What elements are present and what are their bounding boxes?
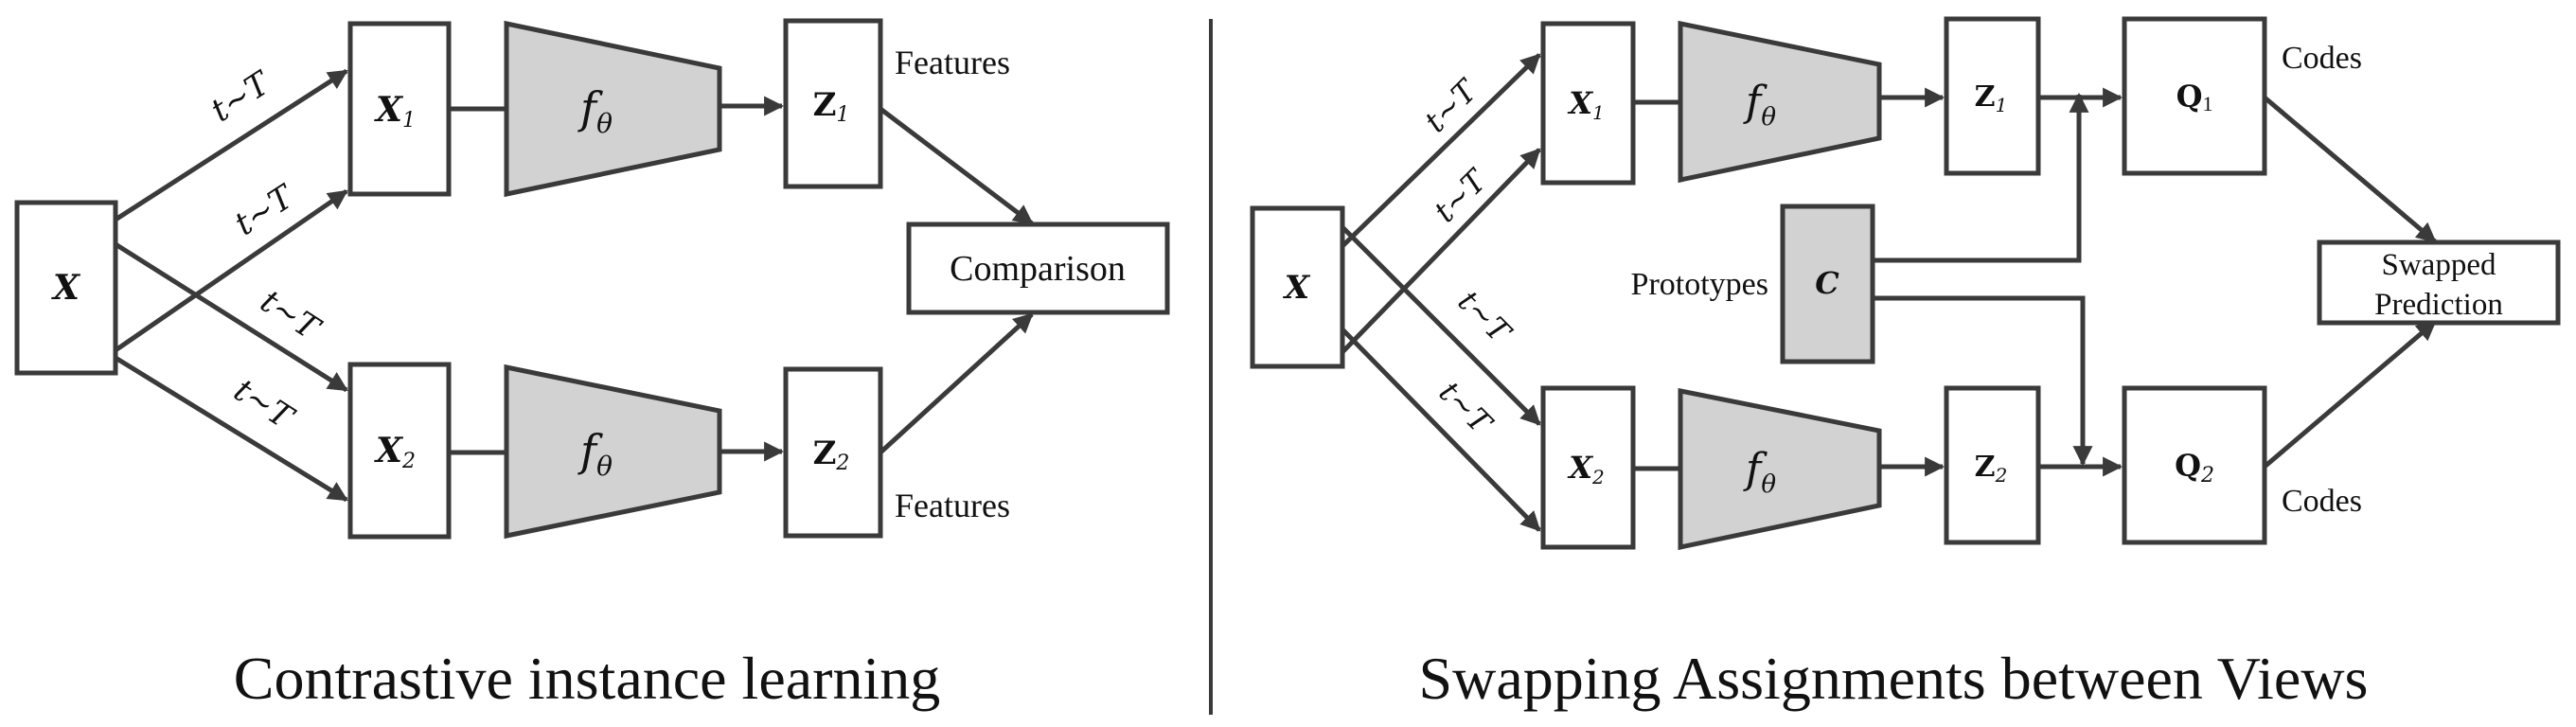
right-aug-arrow-1 (1341, 53, 1541, 248)
left-view-2-label: X2 (374, 431, 416, 473)
left-input-label: X (51, 268, 81, 308)
right-feature-1-label: Z1 (1975, 80, 2008, 116)
right-view-1-node (1540, 21, 1636, 186)
left-view-1-label: X1 (374, 90, 416, 133)
right-swapped-prediction-node (2317, 239, 2561, 326)
left-comparison-label: Comparison (950, 249, 1126, 289)
right-caption: Swapping Assignments between Views (1419, 645, 2369, 712)
right-feature-2-label: Z2 (1975, 451, 2008, 487)
right-aug-label-1: t~T (1417, 71, 1485, 139)
left-aug-arrow-2 (114, 188, 348, 353)
right-encoder-1 (1678, 20, 1882, 184)
left-view-2-node (347, 362, 452, 540)
right-code-1-node (2122, 16, 2267, 176)
left-feature-1-label: Z1 (813, 86, 850, 127)
left-aug-label-2: t~T (228, 177, 302, 243)
left-caption: Contrastive instance learning (234, 645, 940, 712)
right-encoder-2 (1678, 387, 1882, 551)
right-swapped-line2: Prediction (2374, 288, 2503, 322)
right-code-2-node (2122, 385, 2267, 545)
left-aug-arrow-3 (114, 241, 348, 393)
left-comparison-node (906, 222, 1170, 315)
right-prototypes-label: Prototypes (1631, 267, 1768, 302)
left-panel: X t~T t~T t~T t~T X1 X2 fθ fθ Z1 Z2 Feat… (14, 18, 1170, 712)
left-view-1-node (347, 21, 452, 197)
right-view-1-label: X1 (1567, 85, 1605, 124)
right-prototypes-symbol: C (1815, 265, 1839, 301)
left-features-label-bottom: Features (895, 487, 1010, 524)
right-input-node (1250, 205, 1345, 369)
right-aug-arrow-4 (1341, 328, 1541, 532)
right-codes-label-top: Codes (2282, 41, 2362, 76)
right-aug-label-2: t~T (1427, 161, 1495, 229)
right-code-2-label: Q2 (2175, 448, 2214, 488)
right-codes-label-bottom: Codes (2282, 484, 2362, 519)
left-feature-2-node (783, 366, 883, 539)
right-arrow-q1-swapped (2263, 96, 2437, 243)
left-feature-2-label: Z2 (813, 434, 850, 475)
left-encoder-2 (504, 364, 722, 540)
right-aug-arrow-3 (1341, 225, 1541, 426)
right-swapped-line1: Swapped (2382, 248, 2496, 282)
left-encoder-1 (504, 20, 722, 198)
right-feature-2-node (1944, 385, 2041, 545)
right-input-label: X (1283, 269, 1311, 307)
right-view-2-label: X2 (1567, 450, 1605, 488)
right-aug-arrow-2 (1341, 148, 1541, 354)
right-panel: X t~T t~T t~T t~T X1 X2 fθ fθ Z1 Z2 (1250, 16, 2561, 712)
left-arrow-z1-comparison (879, 107, 1034, 225)
left-aug-label-4: t~T (227, 371, 301, 437)
left-feature-1-node (783, 18, 883, 189)
left-aug-arrow-1 (114, 68, 348, 222)
left-features-label-top: Features (895, 44, 1010, 81)
left-aug-arrow-4 (114, 355, 348, 503)
right-code-1-label: Q1 (2176, 79, 2213, 115)
right-encoder-2-label: fθ (1743, 445, 1776, 499)
right-arrow-q2-swapped (2263, 320, 2437, 469)
left-input-node (14, 200, 118, 376)
right-arrow-prototypes-top (1873, 92, 2089, 263)
right-arrow-prototypes-bottom (1873, 295, 2093, 467)
left-arrow-z2-comparison (879, 312, 1034, 454)
right-feature-1-node (1944, 16, 2041, 176)
right-aug-label-3: t~T (1451, 283, 1519, 351)
right-prototypes-node (1780, 204, 1875, 364)
